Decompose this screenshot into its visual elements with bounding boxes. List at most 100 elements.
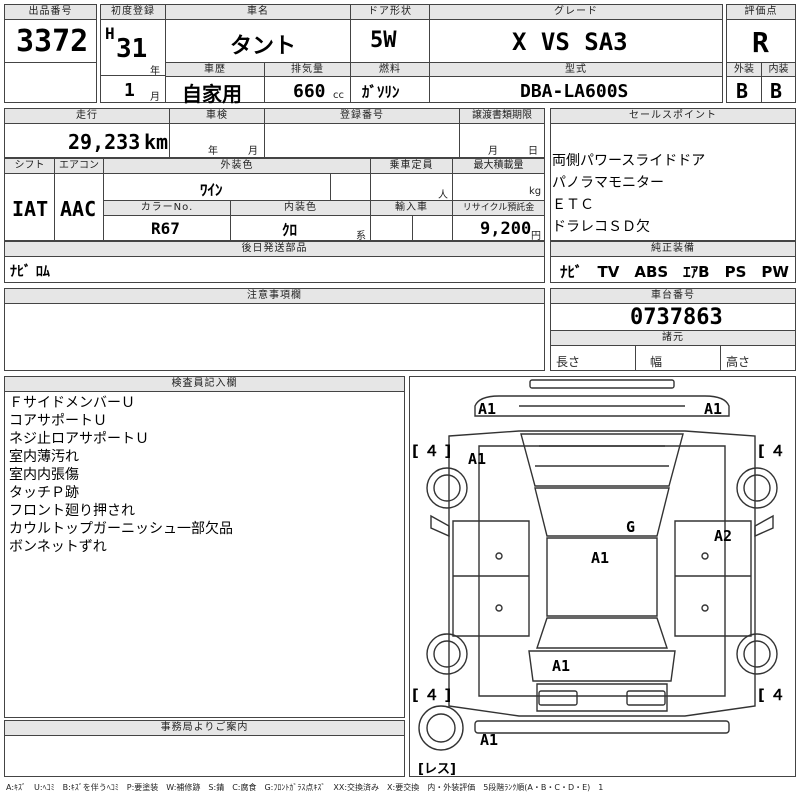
transfer-day: 日: [528, 146, 538, 157]
mileage-unit: km: [144, 130, 169, 154]
equipment-cell: [550, 256, 796, 283]
sales-point-1: 両側パワースライドドア: [552, 153, 706, 169]
inspector-cell: [4, 391, 405, 718]
inspection-year-unit: 年: [208, 146, 218, 157]
model-cell: [429, 76, 723, 103]
chassis-label: 車台番号: [550, 288, 796, 304]
office-label: 事務局よりご案内: [4, 720, 405, 736]
ext-color-label: 外装色: [103, 158, 371, 174]
equipment: ﾅﾋﾞ TV ABS ｴｱB PS PW: [560, 263, 789, 281]
sales-point-4: ドラレコＳＤ欠: [552, 219, 650, 235]
displacement-unit: cc: [333, 90, 344, 101]
office-cell: [4, 735, 405, 777]
transfer-label: 譲渡書類期限: [459, 108, 545, 124]
grade: X VS SA3: [512, 28, 628, 56]
inspector-note-2: コアサポートＵ: [9, 413, 107, 429]
damage-mark-front-left: A1: [478, 400, 497, 418]
reg-no-label: 登録番号: [264, 108, 460, 124]
shift: IAT: [12, 197, 49, 221]
inspector-note-9: ボンネットずれ: [9, 539, 107, 555]
inspector-note-1: ＦサイドメンバーＵ: [9, 395, 135, 411]
spec-width-cell: [635, 345, 721, 371]
load-label: 最大積載量: [452, 158, 545, 174]
reg-month: 1: [124, 80, 135, 101]
recycle-label: リサイクル預託金: [452, 200, 545, 216]
fuel-label: 燃料: [350, 62, 430, 77]
lot-label: 出品番号: [4, 4, 97, 20]
inspector-note-8: カウルトップガーニッシュ一部欠品: [9, 521, 233, 537]
capacity-label: 乗車定員: [370, 158, 453, 174]
spec-width: 幅: [650, 355, 663, 369]
shift-label: シフト: [4, 158, 55, 174]
first-reg-label: 初度登録: [100, 4, 166, 20]
score-label: 評価点: [726, 4, 796, 20]
capacity-unit: 人: [438, 190, 448, 201]
color-no-label: カラーNo.: [103, 200, 231, 216]
ac-label: エアコン: [54, 158, 104, 174]
int-color-cell: [230, 215, 371, 241]
tire-rear-left-value: ４: [424, 686, 440, 704]
tire-rear-right: [ ４: [758, 686, 786, 704]
door-label: ドア形状: [350, 4, 430, 20]
month-unit: 月: [150, 92, 160, 103]
equipment-label: 純正装備: [550, 241, 796, 257]
int-color-label: 内装色: [230, 200, 371, 216]
inspector-note-3: ネジ止ロアサポートＵ: [9, 431, 149, 447]
sales-point-2: パノラマモニター: [552, 175, 664, 191]
specs-label: 諸元: [550, 330, 796, 346]
recycle-unit: 円: [531, 231, 541, 242]
damage-mark-front-right: A1: [704, 400, 723, 418]
year-unit: 年: [150, 66, 160, 77]
spec-height: 高さ: [726, 355, 751, 369]
era: H: [105, 24, 115, 43]
displacement-label: 排気量: [264, 62, 351, 77]
fuel: ｶﾞｿﾘﾝ: [362, 83, 400, 101]
exterior-label: 外装: [726, 62, 762, 77]
damage-mark-left-fender: A1: [468, 450, 487, 468]
exterior-score: B: [736, 79, 749, 103]
notes-label: 注意事項欄: [4, 288, 545, 304]
later-parts-label: 後日発送部品: [4, 241, 545, 257]
chassis-number: 0737863: [630, 305, 723, 330]
later-parts: ﾅﾋﾞ ﾛﾑ: [10, 264, 50, 280]
lot-number: 3372: [16, 24, 89, 59]
inspector-note-6: タッチＰ跡: [9, 485, 79, 501]
damage-mark-roof: A1: [591, 549, 610, 567]
grade-label: グレード: [429, 4, 723, 20]
interior-score: B: [770, 79, 783, 103]
tire-rear-left: [ ４ ]: [412, 686, 452, 704]
tire-front-left-value: ４: [424, 442, 440, 460]
lot-blank-cell: [4, 62, 97, 103]
spare-tire-value: レス: [423, 762, 450, 777]
reg-year: 31: [116, 34, 148, 64]
spec-length: 長さ: [556, 355, 581, 369]
car-damage-diagram: [418, 379, 778, 751]
tire-front-left: [ ４ ]: [412, 442, 452, 460]
inspector-note-7: フロント廻り押され: [9, 503, 135, 519]
reg-no-cell: [264, 123, 460, 158]
tire-rear-right-value: ４: [770, 686, 786, 704]
sales-point-3: ＥＴＣ: [552, 197, 594, 213]
damage-mark-rear-hatch: A1: [552, 657, 571, 675]
notes-cell: [4, 303, 545, 371]
inspection-label: 車検: [169, 108, 265, 124]
tire-front-right-value: ４: [770, 442, 786, 460]
spare-tire: [レス]: [418, 762, 456, 777]
color-no: R67: [151, 219, 180, 238]
door-type: 5W: [370, 28, 397, 53]
transfer-cell: [459, 123, 545, 158]
recycle-fee: 9,200: [480, 219, 532, 239]
car-name: タント: [230, 34, 297, 59]
interior-label: 内装: [761, 62, 796, 77]
damage-mark-rear-bumper: A1: [480, 731, 499, 749]
inspector-note-4: 室内薄汚れ: [9, 449, 79, 465]
mileage-label: 走行: [4, 108, 170, 124]
int-color: ｸﾛ: [282, 221, 298, 239]
spec-height-cell: [720, 345, 796, 371]
transfer-month: 月: [488, 146, 498, 157]
history: 自家用: [182, 82, 242, 106]
legend: A:ｷｽﾞ U:ﾍｺﾐ B:ｷｽﾞを伴うﾍｺﾐ P:要塗装 W:補修跡 S:錆 …: [6, 783, 604, 792]
history-label: 車歴: [165, 62, 265, 77]
ac: AAC: [60, 197, 97, 221]
later-parts-cell: [4, 256, 545, 283]
